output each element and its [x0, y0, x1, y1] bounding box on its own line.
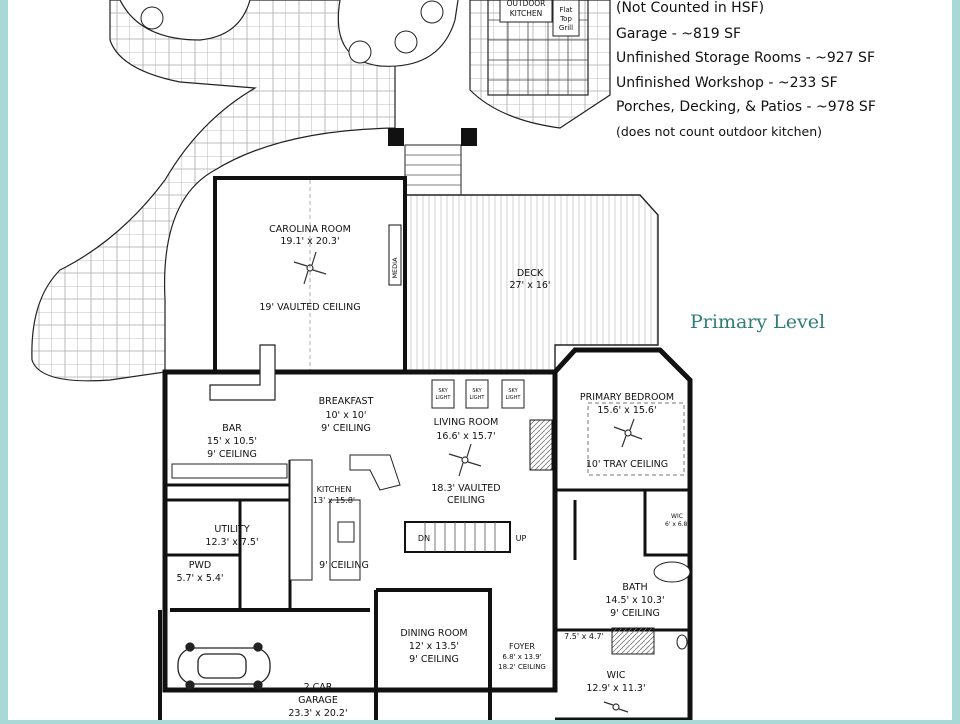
skylight-label: SKY: [438, 388, 448, 394]
interior-walls-lower: [158, 588, 492, 720]
foyer-dims: 6.8' x 13.9': [502, 653, 541, 661]
car-icon: [177, 642, 271, 690]
wic-large-dims: 12.9' x 11.3': [586, 683, 645, 694]
shower-icon: [611, 627, 655, 655]
garage-dims: 23.3' x 20.2': [288, 708, 347, 719]
wic-small-dims: 6' x 6.8': [665, 521, 689, 528]
skylight-label: LIGHT: [436, 395, 452, 401]
breakfast-name: BREAKFAST: [319, 396, 374, 407]
bar-ceiling: 9' CEILING: [207, 449, 257, 460]
note-storage: Unfinished Storage Rooms - ~927 SF: [616, 50, 875, 66]
closet-dims: 7.5' x 4.7': [564, 632, 604, 641]
outdoor-kitchen-label-1: OUTDOOR: [507, 0, 546, 8]
kitchen-peninsula: [349, 454, 401, 491]
wic-large-name: WIC: [607, 670, 626, 681]
outdoor-kitchen-label-2: KITCHEN: [510, 9, 543, 18]
living-room-name: LIVING ROOM: [434, 417, 499, 428]
grill-label-3: Grill: [559, 24, 573, 32]
shrub-icon: [140, 6, 164, 30]
deck-name: DECK: [517, 268, 544, 279]
patio-pavers: [31, 0, 396, 382]
breakfast-dims: 10' x 10': [325, 410, 366, 421]
garage-name-2: GARAGE: [298, 695, 338, 706]
note-porches: Porches, Decking, & Patios - ~978 SF: [616, 99, 876, 115]
stairs-down-label: DN: [418, 534, 430, 543]
carolina-room-dims: 19.1' x 20.3': [280, 236, 339, 247]
note-garage: Garage - ~819 SF: [616, 26, 741, 42]
kitchen-cabinets: [289, 459, 313, 581]
breakfast-ceiling: 9' CEILING: [321, 423, 371, 434]
sink-icon: [337, 521, 355, 543]
kitchen-dims: 13' x 15.8': [313, 496, 355, 505]
ceiling-fan-icon: [293, 251, 327, 285]
interior-walls-utility: [165, 460, 292, 610]
primary-bedroom-ceiling: 10' TRAY CEILING: [586, 459, 668, 470]
shrub-icon: [348, 40, 372, 64]
foyer-name: FOYER: [509, 642, 535, 651]
shrub-icon: [394, 30, 418, 54]
interior-stairs: [404, 521, 511, 553]
utility-name: UTILITY: [214, 524, 249, 535]
main-exterior-wall: [162, 369, 558, 693]
shrub-icon: [420, 0, 444, 24]
bath-dims: 14.5' x 10.3': [605, 595, 664, 606]
pwd-dims: 5.7' x 5.4': [176, 573, 223, 584]
dining-room-ceiling: 9' CEILING: [409, 654, 459, 665]
kitchen-ceiling: 9' CEILING: [319, 560, 369, 571]
kitchen-name: KITCHEN: [317, 485, 352, 494]
bar-name: BAR: [222, 423, 242, 434]
dining-room-name: DINING ROOM: [400, 628, 467, 639]
bar-cabinets: [171, 463, 288, 479]
skylight-label: LIGHT: [506, 395, 522, 401]
ceiling-fan-icon: [448, 443, 482, 477]
grill-label-2: Top: [559, 15, 572, 23]
living-room-dims: 16.6' x 15.7': [436, 431, 495, 442]
grill-label-1: Flat: [559, 6, 572, 14]
level-title: Primary Level: [690, 311, 825, 333]
skylight-label: SKY: [472, 388, 482, 394]
dining-room-dims: 12' x 13.5': [409, 641, 459, 652]
pwd-name: PWD: [189, 560, 211, 571]
primary-bedroom-dims: 15.6' x 15.6': [597, 405, 656, 416]
toilet-icon: [676, 634, 688, 650]
ceiling-fan-icon: [613, 418, 643, 448]
wic-small-name: WIC: [671, 513, 683, 520]
primary-bedroom-name: PRIMARY BEDROOM: [580, 392, 674, 403]
skylight-label: LIGHT: [470, 395, 486, 401]
living-room-ceiling-2: CEILING: [447, 495, 485, 506]
deck-dims: 27' x 16': [509, 280, 550, 291]
utility-dims: 12.3' x 7.5': [205, 537, 258, 548]
ceiling-fan-icon: [603, 701, 629, 713]
outdoor-kitchen-pergola: [487, 0, 589, 96]
media-label: MEDIA: [391, 257, 399, 279]
bath-ceiling: 9' CEILING: [610, 608, 660, 619]
skylights: [431, 379, 525, 409]
stairs-up-label: UP: [516, 534, 527, 543]
carolina-room: [213, 176, 407, 374]
bathtub-icon: [653, 561, 691, 583]
garage-name-1: 2 CAR: [304, 682, 333, 693]
living-room-ceiling-1: 18.3' VAULTED: [431, 483, 500, 494]
fireplace-icon: [529, 419, 553, 471]
bar-dims: 15' x 10.5': [207, 436, 257, 447]
note-not-counted: (Not Counted in HSF): [616, 0, 764, 16]
carolina-room-name: CAROLINA ROOM: [269, 224, 351, 235]
note-workshop: Unfinished Workshop - ~233 SF: [616, 75, 838, 91]
deck-stairs: [388, 128, 477, 196]
skylight-label: SKY: [508, 388, 518, 394]
square-footage-notes: (Not Counted in HSF) Garage - ~819 SF Un…: [616, 0, 876, 139]
note-porches-detail: (does not count outdoor kitchen): [616, 124, 822, 139]
carolina-room-ceiling: 19' VAULTED CEILING: [259, 302, 360, 313]
bar-counter: [209, 344, 276, 401]
kitchen-island: [329, 499, 361, 581]
foyer-ceiling: 18.2' CEILING: [498, 663, 546, 671]
bath-name: BATH: [622, 582, 647, 593]
